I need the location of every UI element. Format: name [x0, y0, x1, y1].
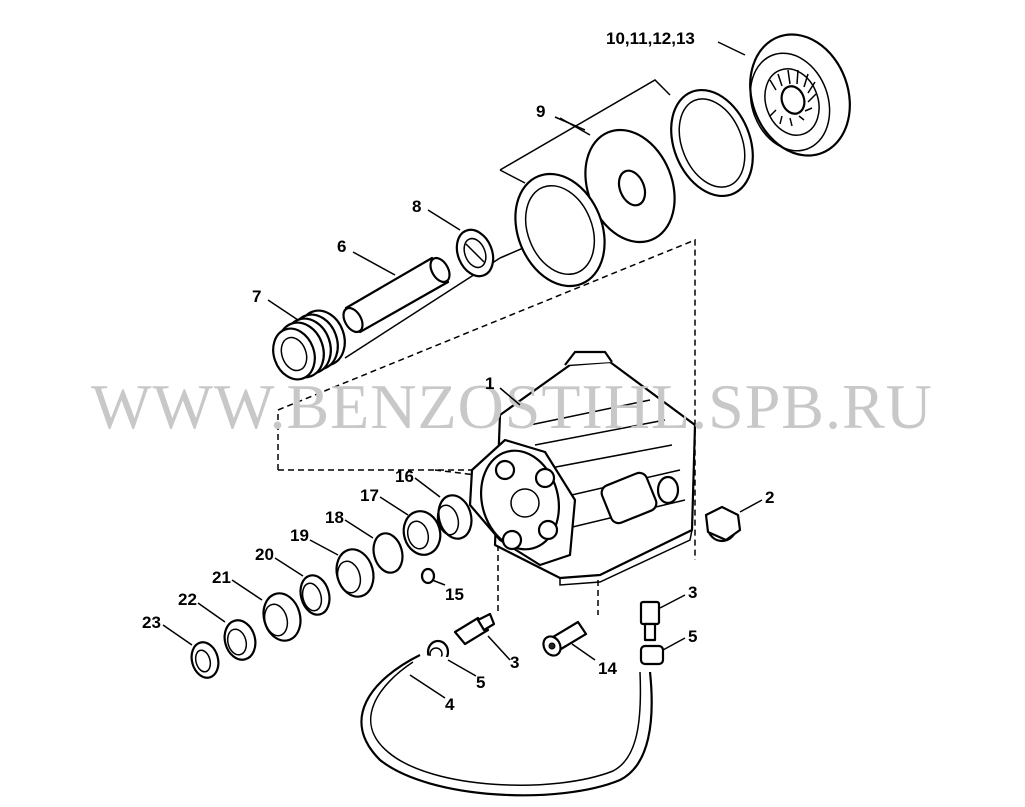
part-3-fitting-right	[639, 600, 661, 642]
callout-18: 18	[325, 508, 344, 527]
watermark-text: WWW.BENZOSTIHL.SPB.RU	[91, 371, 933, 442]
part-14-screw	[542, 620, 588, 657]
part-19-bushing	[335, 548, 375, 598]
callout-14: 14	[598, 659, 617, 678]
callout-3-left: 3	[510, 653, 519, 672]
callout-19: 19	[290, 526, 309, 545]
part-18-o-ring	[372, 532, 404, 574]
callout-10-13: 10,11,12,13	[606, 29, 695, 48]
part-10-13-gear-housing	[749, 33, 851, 157]
callout-5-left: 5	[476, 673, 485, 692]
part-23-circlip	[190, 641, 220, 679]
leader-lines	[162, 41, 763, 699]
part-8-washer	[455, 228, 495, 278]
part-1-pump-housing	[468, 350, 697, 586]
callout-5-right: 5	[688, 627, 697, 646]
callout-17: 17	[360, 486, 379, 505]
part-17-retainer	[402, 510, 442, 556]
part-16-seal	[436, 494, 473, 540]
callout-20: 20	[255, 545, 274, 564]
part-5-clamp-right	[639, 644, 665, 666]
part-9-ring-front	[514, 172, 606, 288]
callout-4: 4	[445, 695, 455, 714]
part-22-washer	[223, 619, 257, 661]
callout-6: 6	[337, 237, 346, 256]
callout-7: 7	[252, 287, 261, 306]
callout-3-right: 3	[688, 583, 697, 602]
callout-23: 23	[142, 613, 161, 632]
part-20-ring	[299, 574, 331, 616]
part-2-plug	[704, 505, 742, 543]
part-3-fitting-left	[453, 612, 496, 646]
callout-labels: 10,11,12,13 9 8 6 7 1 2 16 17 18 19 20 2…	[142, 29, 774, 714]
callout-21: 21	[212, 568, 231, 587]
callout-1: 1	[485, 374, 494, 393]
callout-2: 2	[765, 488, 774, 507]
callout-22: 22	[178, 590, 197, 609]
part-7-spring	[272, 309, 346, 381]
part-21-seal	[262, 592, 302, 642]
part-6-pin	[342, 256, 451, 334]
callout-8: 8	[412, 197, 421, 216]
callout-15: 15	[445, 585, 464, 604]
part-15-small-ring	[420, 567, 436, 585]
callout-9: 9	[536, 102, 545, 121]
part-9-disc	[584, 128, 676, 244]
part-9-ring-back	[670, 88, 754, 198]
callout-16: 16	[395, 467, 414, 486]
